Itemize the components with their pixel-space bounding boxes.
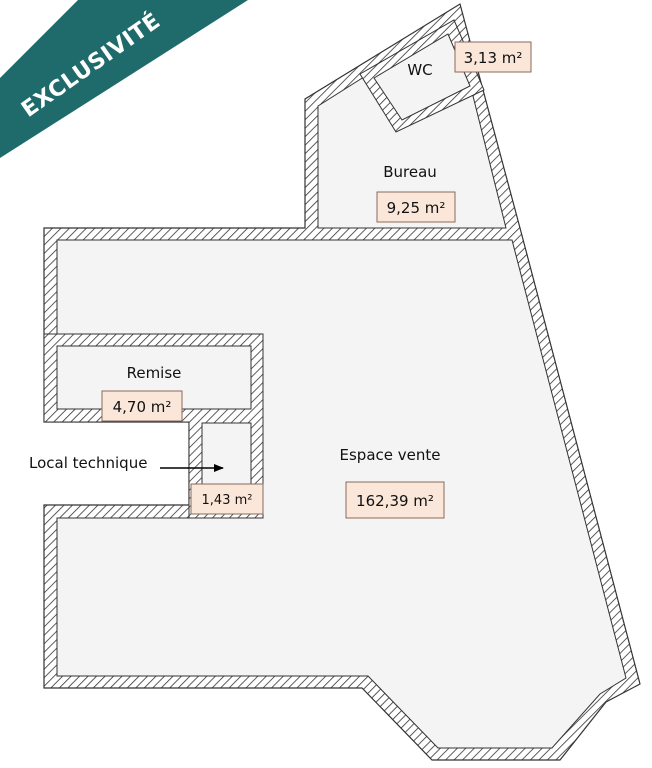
remise-area-box	[101, 390, 183, 422]
wc-label: WC	[407, 61, 432, 79]
wc-floor	[373, 33, 471, 121]
remise-area: 4,70 m²	[113, 398, 172, 416]
wc-area-box	[454, 41, 532, 73]
bureau-label: Bureau	[383, 163, 437, 181]
bureau-area-box	[376, 191, 456, 223]
local-technique-area: 1,43 m²	[202, 493, 253, 508]
bureau-area: 9,25 m²	[387, 199, 446, 217]
exclusivite-banner	[0, 0, 248, 158]
espace-vente-label: Espace vente	[340, 446, 441, 464]
wc-area: 3,13 m²	[464, 49, 523, 67]
remise-label: Remise	[127, 364, 182, 382]
espace-vente-area: 162,39 m²	[356, 492, 434, 510]
espace-vente-area-box	[345, 481, 445, 519]
local-technique-label: Local technique	[29, 454, 147, 472]
local-technique-area-box	[190, 483, 264, 515]
